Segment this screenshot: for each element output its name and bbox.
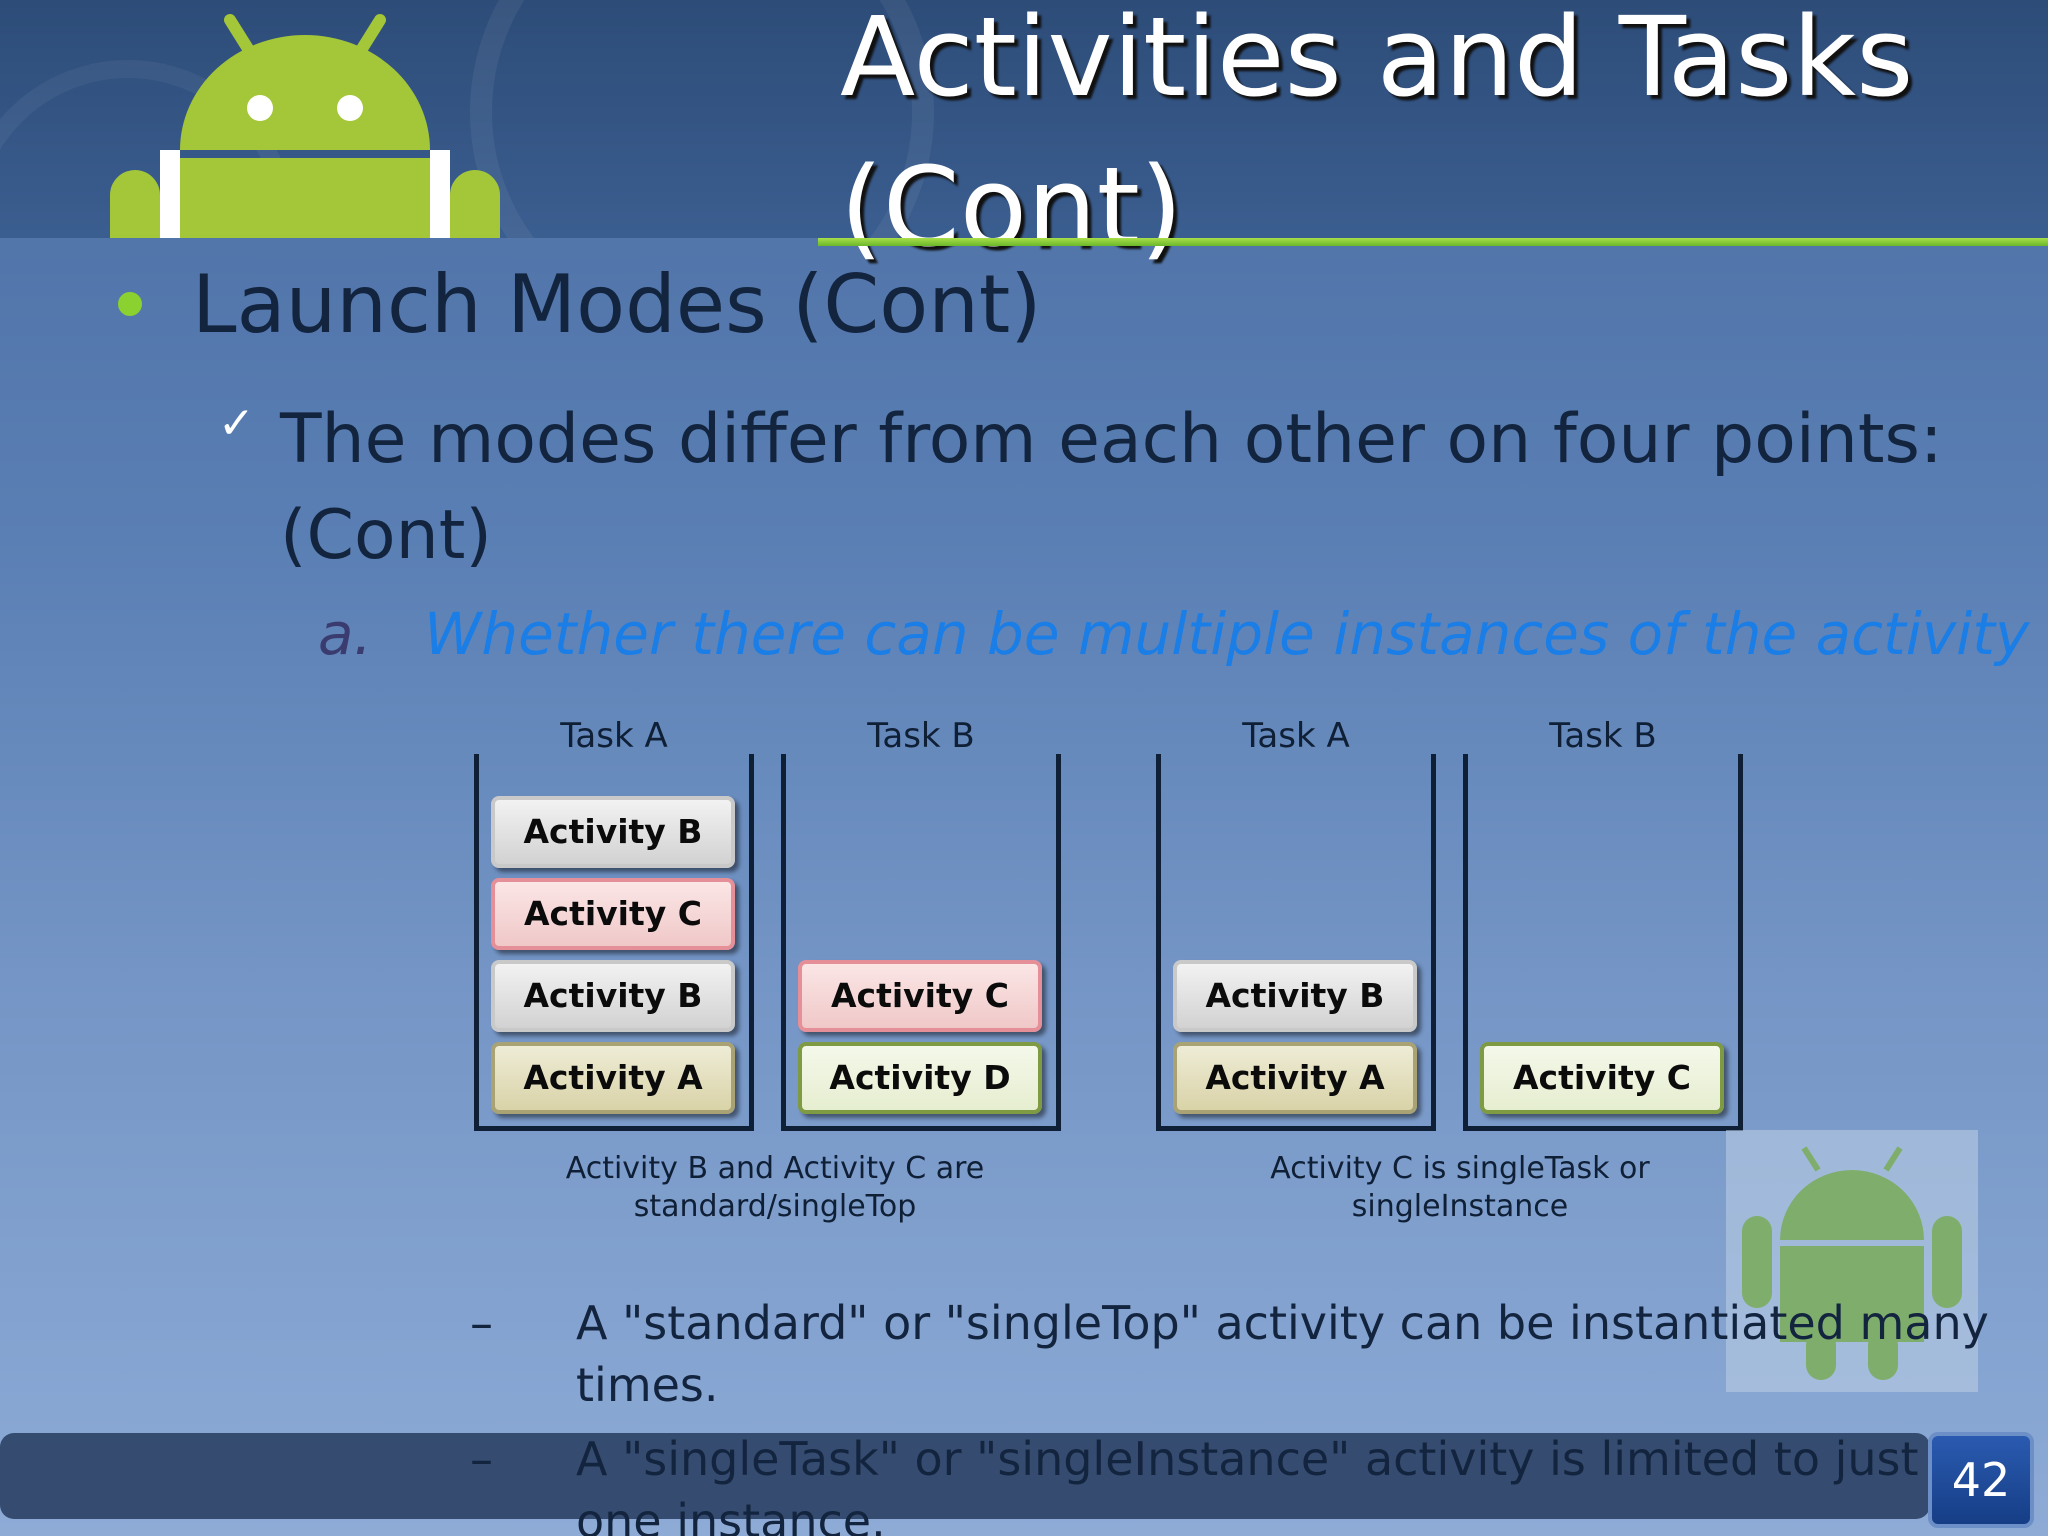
note-dash: –: [470, 1432, 493, 1486]
note-singletask-singleinstance: A "singleTask" or "singleInstance" activ…: [576, 1432, 1919, 1536]
task-label: Task A: [560, 716, 668, 756]
footer-bar: [0, 1433, 1930, 1519]
checkmark-icon: ✓: [218, 398, 255, 449]
task-label: Task B: [1549, 716, 1657, 756]
diagram-caption-left: Activity B and Activity C are standard/s…: [565, 1151, 985, 1224]
task-stack-a-left: Activity B Activity C Activity B Activit…: [474, 754, 754, 1131]
activity-block: Activity C: [1480, 1042, 1724, 1114]
activity-block: Activity B: [491, 960, 735, 1032]
task-stack-a-right: Activity B Activity A: [1156, 754, 1436, 1131]
point-multiple-instances: Whether there can be multiple instances …: [424, 600, 2030, 668]
activity-block: Activity D: [798, 1042, 1042, 1114]
activity-block: Activity A: [1173, 1042, 1417, 1114]
sub-bullet-modes-differ: The modes differ from each other on four…: [280, 400, 1943, 575]
note-dash: –: [470, 1296, 493, 1350]
task-stack-b-right: Activity C: [1463, 754, 1743, 1131]
activity-block: Activity C: [798, 960, 1042, 1032]
note-standard-singletop: A "standard" or "singleTop" activity can…: [576, 1296, 1989, 1412]
task-label: Task A: [1242, 716, 1350, 756]
activity-block: Activity B: [491, 796, 735, 868]
android-watermark-icon: [1742, 1146, 1962, 1380]
page-number: 42: [1928, 1432, 2034, 1528]
bullet-dot-icon: [118, 292, 142, 316]
point-marker: a.: [318, 600, 372, 668]
android-logo-icon: [110, 14, 500, 238]
task-label: Task B: [867, 716, 975, 756]
activity-block: Activity A: [491, 1042, 735, 1114]
android-watermark: [1726, 1130, 1978, 1392]
diagram-caption-right: Activity C is singleTask or singleInstan…: [1270, 1151, 1650, 1224]
task-stack-b-left: Activity C Activity D: [781, 754, 1061, 1131]
slide-title: Activities and Tasks (Cont): [840, 0, 1914, 271]
activity-block: Activity C: [491, 878, 735, 950]
activity-block: Activity B: [1173, 960, 1417, 1032]
bullet-launch-modes: Launch Modes (Cont): [192, 258, 1042, 351]
title-underline: [818, 238, 2048, 246]
slide-header: [0, 0, 2048, 238]
